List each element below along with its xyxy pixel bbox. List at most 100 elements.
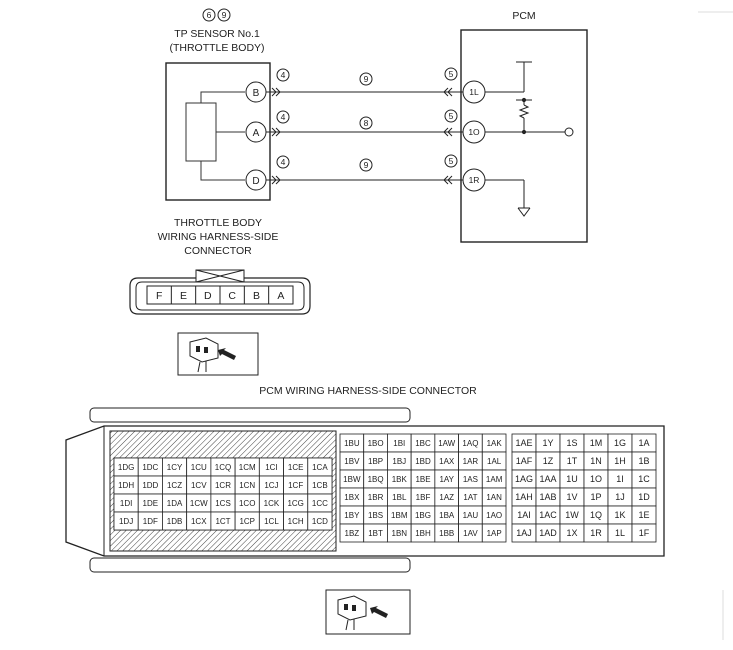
pcm-left-pin-label: 1CK: [264, 499, 280, 508]
pcm-right-pin-label: 1I: [616, 474, 624, 484]
pcm-left-pin-label: 1CZ: [167, 481, 182, 490]
pcm-pin-1o: 1O: [462, 120, 486, 144]
pcm-mid-pin-label: 1BR: [368, 493, 384, 502]
pcm-connector-refs: 5 5 5: [444, 67, 458, 168]
pcm-mid-pin-label: 1AY: [439, 475, 454, 484]
pcm-right-pin-label: 1O: [590, 474, 602, 484]
svg-text:B: B: [253, 88, 260, 99]
pcm-left-pin-label: 1DH: [118, 481, 134, 490]
pcm-left-pin-label: 1DC: [142, 463, 158, 472]
svg-text:A: A: [253, 128, 260, 139]
pcm-left-pin-label: 1CN: [239, 481, 255, 490]
connector-view-icon-2: [325, 589, 411, 635]
connector-view-icon: [177, 332, 259, 376]
pcm-left-pin-label: 1CX: [191, 517, 207, 526]
pcm-mid-pin-label: 1BS: [368, 511, 383, 520]
pcm-mid-pin-label: 1AO: [486, 511, 502, 520]
pcm-mid-pin-label: 1AQ: [462, 439, 478, 448]
pcm-right-pin-label: 1F: [639, 528, 650, 538]
pcm-mid-pin-label: 1BX: [344, 493, 360, 502]
pcm-right-pin-label: 1D: [638, 492, 650, 502]
pcm-left-pin-label: 1CG: [287, 499, 303, 508]
pcm-right-pin-label: 1G: [614, 438, 626, 448]
pcm-right-pin-label: 1AD: [539, 528, 557, 538]
pcm-mid-pin-label: 1BZ: [345, 529, 360, 538]
pcm-right-pin-label: 1W: [565, 510, 579, 520]
pcm-left-pin-label: 1DD: [142, 481, 158, 490]
pcm-left-pin-label: 1DA: [167, 499, 183, 508]
pcm-mid-pin-label: 1AX: [439, 457, 455, 466]
pcm-right-pin-label: 1J: [615, 492, 625, 502]
wire-ref-1: 9: [364, 74, 369, 84]
pcm-right-pin-label: 1AA: [539, 474, 556, 484]
pcm-left-pin-label: 1CC: [312, 499, 328, 508]
wire-ref-3: 9: [364, 160, 369, 170]
pcm-right-cell: [631, 523, 657, 543]
pcm-left-pin-label: 1DG: [118, 463, 134, 472]
pcm-mid-pin-label: 1BK: [392, 475, 408, 484]
pcm-mid-pin-label: 1AS: [463, 475, 478, 484]
pcm-title: PCM: [512, 10, 535, 22]
pcm-mid-pin-label: 1BF: [416, 493, 431, 502]
sensor-connector-refs: 4 4 4: [276, 68, 290, 169]
svg-text:4: 4: [281, 112, 286, 122]
pcm-right-pin-label: 1K: [614, 510, 625, 520]
pcm-right-pin-label: 1M: [590, 438, 603, 448]
svg-text:D: D: [252, 176, 259, 187]
pcm-mid-pin-label: 1AZ: [439, 493, 454, 502]
pcm-right-pin-label: 1AH: [515, 492, 533, 502]
pcm-right-pin-label: 1V: [566, 492, 577, 502]
pcm-mid-pin-label: 1AM: [486, 475, 503, 484]
pcm-right-pin-label: 1X: [566, 528, 577, 538]
pcm-mid-pin-label: 1BD: [415, 457, 431, 466]
pcm-right-pin-label: 1R: [590, 528, 602, 538]
pcm-left-pin-label: 1DF: [143, 517, 158, 526]
sensor-pin-a: A: [245, 121, 267, 143]
pcm-right-pin-label: 1AJ: [516, 528, 532, 538]
pcm-mid-pin-label: 1BH: [415, 529, 431, 538]
pcm-left-pin-label: 1DJ: [119, 517, 133, 526]
pcm-left-pin-label: 1CB: [312, 481, 328, 490]
pcm-left-pin-label: 1CS: [215, 499, 231, 508]
pcm-left-pin-label: 1CH: [288, 517, 304, 526]
pcm-left-pin-label: 1CW: [190, 499, 208, 508]
pcm-mid-pin-label: 1AR: [463, 457, 479, 466]
pcm-mid-pin-label: 1BM: [391, 511, 408, 520]
pcm-left-pin-label: 1CM: [239, 463, 256, 472]
pcm-left-cell: [307, 511, 333, 531]
sensor-title: TP SENSOR No.1: [174, 28, 260, 40]
svg-text:1L: 1L: [469, 87, 479, 97]
pcm-mid-pin-label: 1BW: [343, 475, 361, 484]
sensor-ref-2: 9: [222, 10, 227, 20]
pcm-mid-pin-label: 1BV: [344, 457, 360, 466]
pcm-right-pin-label: 1Z: [543, 456, 554, 466]
sensor-refs: 6 9: [202, 8, 231, 22]
pcm-mid-pin-label: 1AU: [463, 511, 479, 520]
potentiometer-resistor: [185, 102, 217, 162]
pcm-mid-pin-label: 1BB: [439, 529, 454, 538]
pcm-mid-pin-label: 1BU: [344, 439, 360, 448]
tb-connector-caption-2: WIRING HARNESS-SIDE: [158, 231, 279, 243]
tb-connector-caption-1: THROTTLE BODY: [174, 217, 262, 229]
tb-pin-label: D: [204, 290, 212, 302]
pcm-left-pin-label: 1CJ: [264, 481, 278, 490]
svg-text:1R: 1R: [469, 175, 480, 185]
pcm-left-pin-label: 1CQ: [215, 463, 231, 472]
svg-text:5: 5: [449, 69, 454, 79]
pcm-mid-pin-label: 1BI: [393, 439, 405, 448]
pcm-mid-pin-label: 1BY: [344, 511, 360, 520]
pcm-left-pin-label: 1CO: [239, 499, 255, 508]
svg-text:5: 5: [449, 111, 454, 121]
pcm-right-pin-label: 1L: [615, 528, 625, 538]
pcm-mid-pin-label: 1BE: [415, 475, 430, 484]
pcm-mid-pin-label: 1BN: [392, 529, 408, 538]
pcm-mid-pin-label: 1BL: [392, 493, 407, 502]
svg-text:1O: 1O: [468, 127, 480, 137]
pcm-right-pin-label: 1S: [566, 438, 577, 448]
wires: [266, 87, 463, 185]
pcm-right-pin-label: 1AG: [515, 474, 533, 484]
pcm-right-pin-label: 1AC: [539, 510, 557, 520]
pcm-mid-pin-label: 1BC: [415, 439, 431, 448]
tb-pin-label: C: [228, 290, 236, 302]
